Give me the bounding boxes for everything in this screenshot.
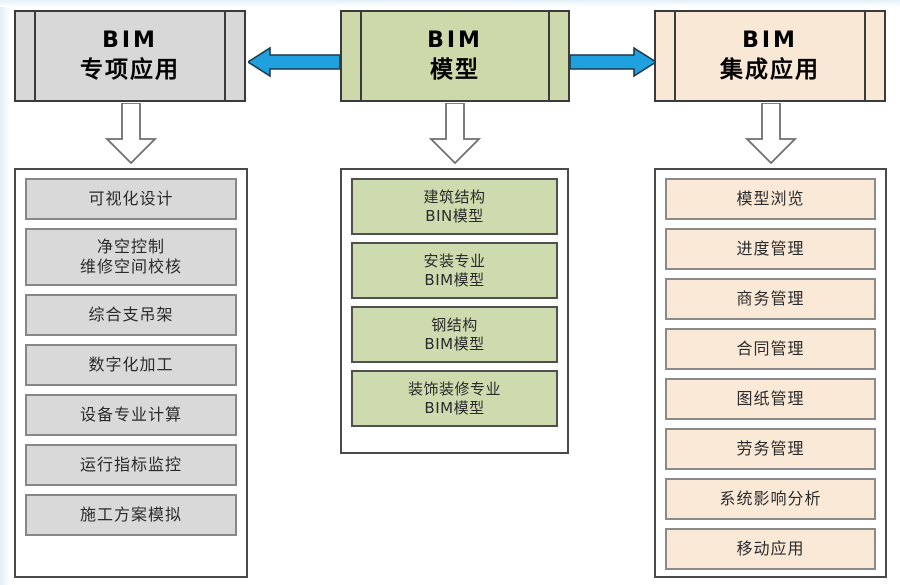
header-title-en: BIM [427, 27, 483, 53]
item-label: 综合支吊架 [88, 305, 174, 324]
header-box-bim-model[interactable]: BIM 模型 [340, 10, 570, 102]
arrow-right-icon [570, 46, 656, 78]
column-integrated-application: 模型浏览进度管理商务管理合同管理图纸管理劳务管理系统影响分析移动应用 [654, 168, 887, 578]
item-label: 装饰装修专业 [407, 379, 501, 398]
item-right-1[interactable]: 模型浏览 [665, 178, 876, 220]
header-title-cn: 模型 [430, 57, 480, 84]
item-label: 商务管理 [736, 289, 805, 308]
item-label: 施工方案模拟 [79, 505, 182, 524]
item-label: BIM模型 [424, 334, 485, 353]
item-left-2[interactable]: 净空控制维修空间校核 [25, 228, 237, 286]
item-label: 进度管理 [736, 239, 805, 258]
item-right-3[interactable]: 商务管理 [665, 278, 876, 320]
item-right-7[interactable]: 系统影响分析 [665, 478, 876, 520]
item-left-4[interactable]: 数字化加工 [25, 344, 237, 386]
item-label: 模型浏览 [736, 189, 805, 208]
header-rail-right [548, 12, 550, 100]
header-rail-right [224, 12, 226, 100]
page-edge-tint-top [0, 0, 900, 7]
item-label: 钢结构 [431, 315, 478, 334]
down-arrow-icon [428, 103, 482, 165]
header-title-en: BIM [742, 27, 798, 53]
item-label: 运行指标监控 [79, 455, 182, 474]
item-label: 系统影响分析 [719, 489, 822, 508]
item-label: 设备专业计算 [79, 405, 182, 424]
header-box-special-application[interactable]: BIM 专项应用 [14, 10, 246, 102]
item-label: 图纸管理 [736, 389, 805, 408]
item-label: BIM模型 [424, 398, 485, 417]
arrow-left-icon [248, 46, 340, 78]
header-rail-left [360, 12, 362, 100]
item-label: BIM模型 [424, 270, 485, 289]
header-rail-left [674, 12, 676, 100]
item-label: 数字化加工 [88, 355, 174, 374]
header-rail-left [34, 12, 36, 100]
header-box-integrated-application[interactable]: BIM 集成应用 [654, 10, 886, 102]
down-arrow-icon [744, 103, 798, 165]
item-left-6[interactable]: 运行指标监控 [25, 444, 237, 486]
item-left-5[interactable]: 设备专业计算 [25, 394, 237, 436]
header-title-cn: 集成应用 [720, 57, 820, 84]
header-title-en: BIM [102, 27, 158, 53]
page-edge-tint-left [0, 0, 10, 585]
item-label: 劳务管理 [736, 439, 805, 458]
item-right-2[interactable]: 进度管理 [665, 228, 876, 270]
item-label: 合同管理 [736, 339, 805, 358]
item-label: 安装专业 [423, 251, 486, 270]
item-label: 可视化设计 [88, 189, 174, 208]
item-left-1[interactable]: 可视化设计 [25, 178, 237, 220]
item-right-8[interactable]: 移动应用 [665, 528, 876, 570]
item-label: 维修空间校核 [79, 257, 182, 276]
item-label: 净空控制 [96, 237, 165, 256]
item-right-5[interactable]: 图纸管理 [665, 378, 876, 420]
down-arrow-icon [104, 103, 158, 165]
item-left-7[interactable]: 施工方案模拟 [25, 494, 237, 536]
column-special-application: 可视化设计净空控制维修空间校核综合支吊架数字化加工设备专业计算运行指标监控施工方… [14, 168, 248, 578]
item-label: 移动应用 [736, 539, 805, 558]
header-title-cn: 专项应用 [80, 57, 180, 84]
item-right-4[interactable]: 合同管理 [665, 328, 876, 370]
item-left-3[interactable]: 综合支吊架 [25, 294, 237, 336]
item-label: 建筑结构 [423, 187, 486, 206]
header-rail-right [864, 12, 866, 100]
item-label: BIN模型 [425, 206, 484, 225]
item-right-6[interactable]: 劳务管理 [665, 428, 876, 470]
